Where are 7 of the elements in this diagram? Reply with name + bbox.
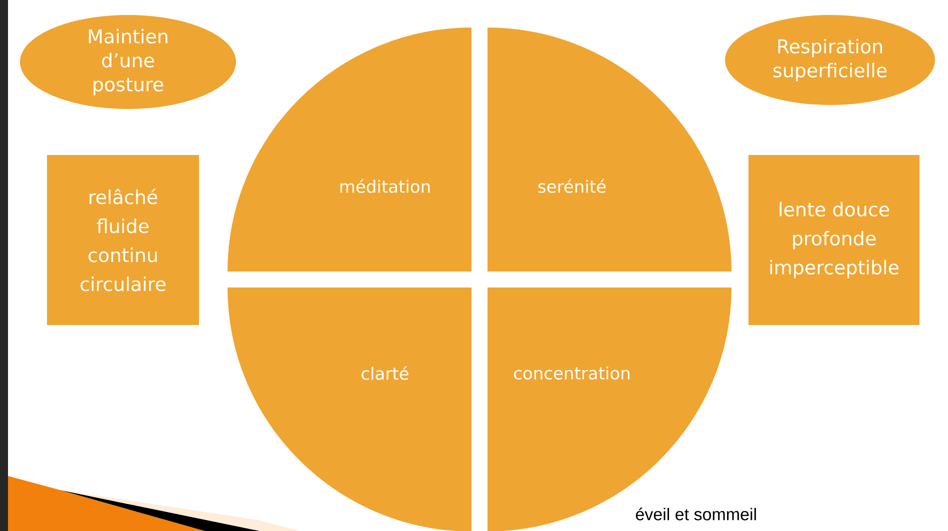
ellipse-label: Maintien d’une posture: [20, 15, 236, 109]
ellipse-label: Respiration superficielle: [725, 15, 935, 105]
text-box: relâché fluide continu circulaire: [47, 155, 199, 325]
circle-quadrant: clarté: [226, 286, 472, 531]
text-box: lente douce profonde imperceptible: [748, 155, 920, 325]
circle-quadrant: méditation: [226, 26, 472, 272]
circle-quadrant: serénité: [486, 26, 732, 272]
